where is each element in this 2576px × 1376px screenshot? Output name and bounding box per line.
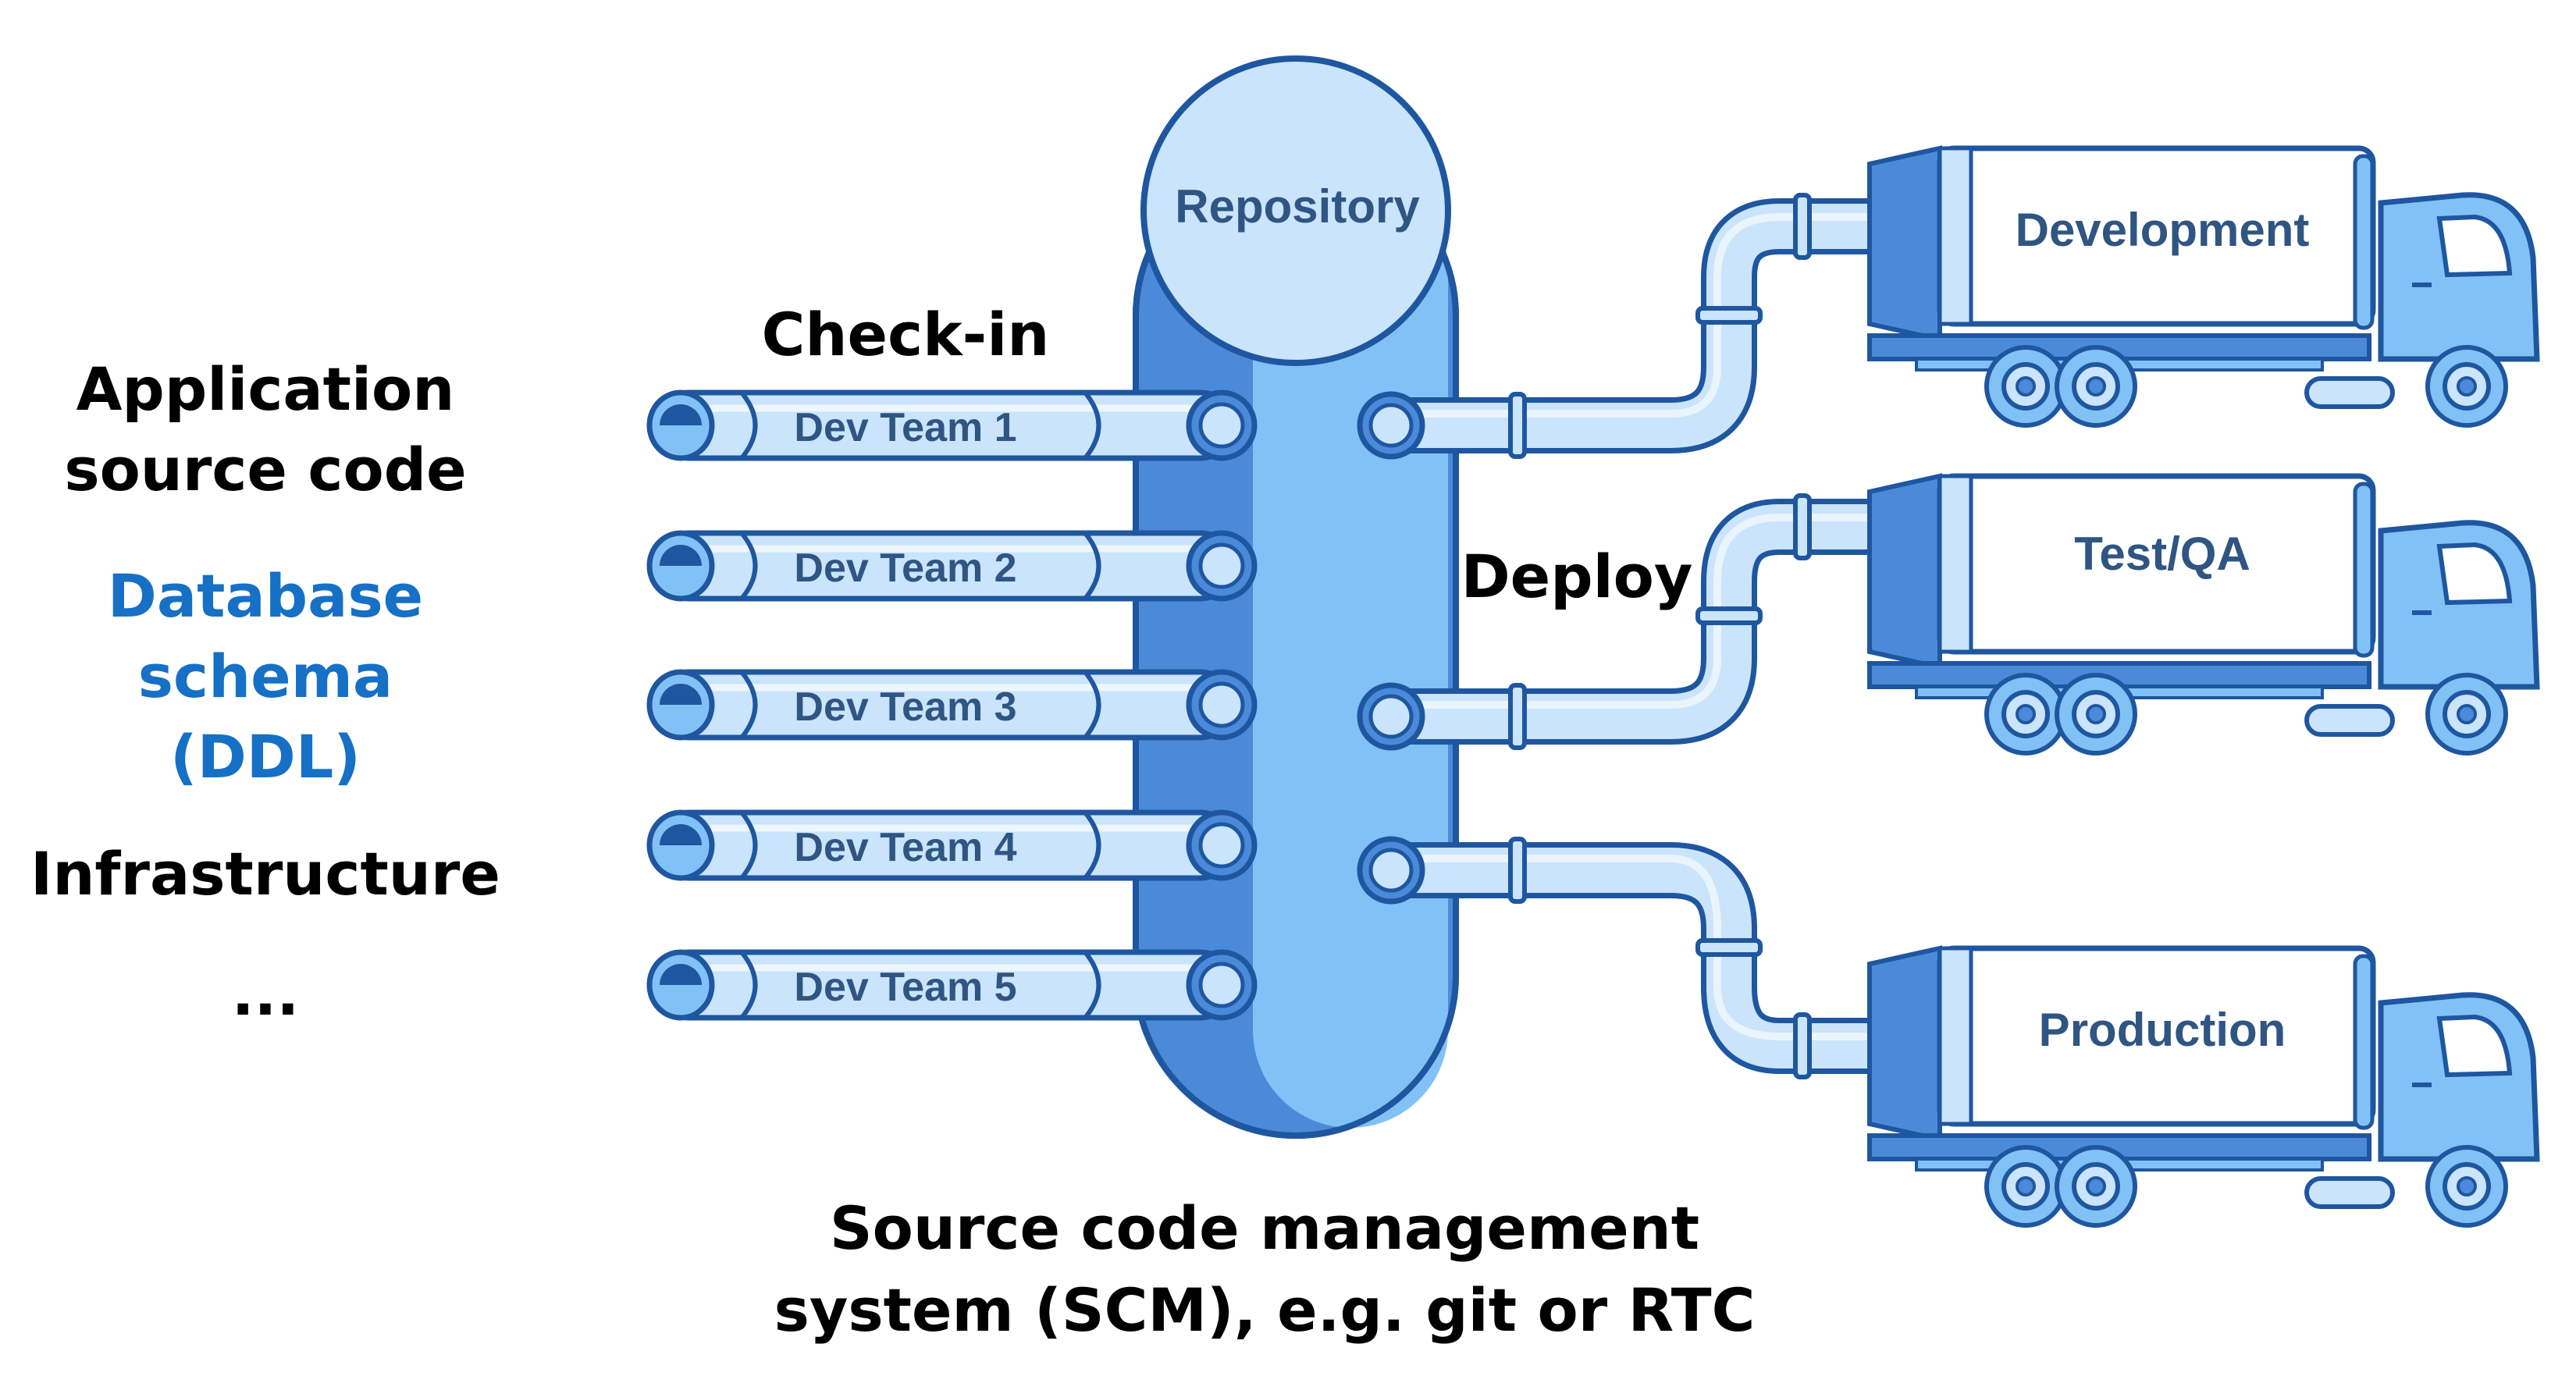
dev-team-pipe: Dev Team 3 xyxy=(646,669,1258,741)
dev-team-label: Dev Team 5 xyxy=(794,965,1016,1010)
dev-team-pipe: Dev Team 1 xyxy=(646,389,1258,461)
ellipsis-label: ... xyxy=(232,959,300,1029)
deploy-label: Deploy xyxy=(1461,542,1693,611)
environment-label-test-qa: Test/QA xyxy=(2074,528,2250,580)
dev-team-pipe: Dev Team 2 xyxy=(646,530,1258,602)
truck-production: Production xyxy=(1870,948,2537,1225)
application-source-code-line2: source code xyxy=(64,435,466,504)
database-schema-line1: Database xyxy=(108,561,423,631)
application-source-code-line1: Application xyxy=(76,354,455,424)
deploy-pipes xyxy=(1357,193,1889,1079)
repository-label: Repository xyxy=(1175,180,1420,233)
infrastructure-label: Infrastructure xyxy=(30,839,500,908)
dev-team-pipe: Dev Team 5 xyxy=(646,949,1258,1021)
dev-team-pipes: Dev Team 1 Dev Team 2 Dev Team 3 Dev Team 4… xyxy=(646,389,1258,1021)
dev-team-label: Dev Team 3 xyxy=(794,684,1016,730)
dev-team-pipe: Dev Team 4 xyxy=(646,809,1258,881)
dev-team-label: Dev Team 1 xyxy=(794,405,1016,450)
truck-test-qa: Test/QA xyxy=(1870,476,2537,753)
database-schema-line2: schema xyxy=(138,642,393,711)
caption-line2: system (SCM), e.g. git or RTC xyxy=(774,1275,1756,1345)
caption-line1: Source code management xyxy=(830,1193,1699,1263)
dev-team-label: Dev Team 4 xyxy=(794,825,1016,870)
dev-team-label: Dev Team 2 xyxy=(794,546,1016,591)
truck-development: Development xyxy=(1870,148,2537,425)
environment-label-production: Production xyxy=(2039,1004,2286,1056)
check-in-label: Check-in xyxy=(762,300,1050,369)
database-schema-line3: (DDL) xyxy=(170,722,361,791)
environment-label-development: Development xyxy=(2016,204,2310,256)
